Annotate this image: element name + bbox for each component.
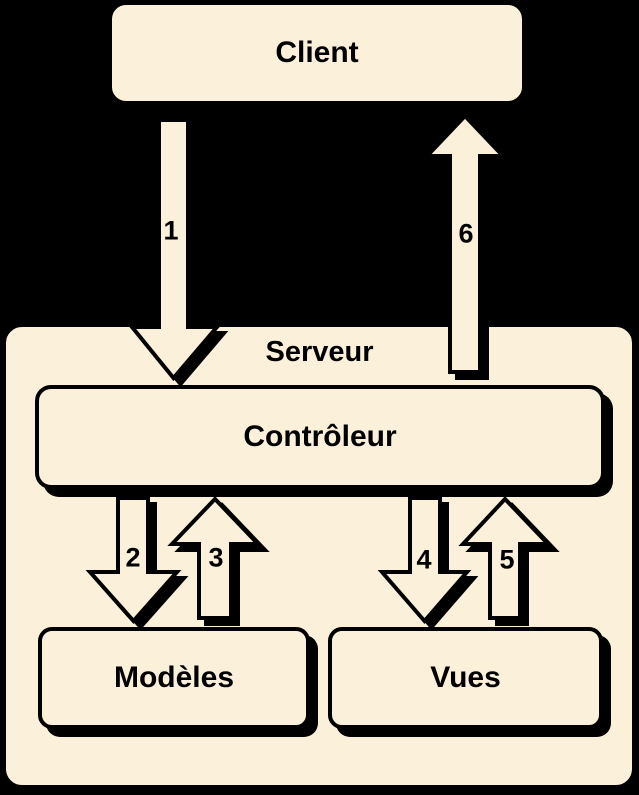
modeles-node: Modèles [38, 627, 310, 729]
controleur-label: Contrôleur [243, 420, 397, 453]
controleur-node: Contrôleur [35, 385, 605, 489]
arrow-4-number: 4 [416, 544, 432, 575]
arrow-6-number: 6 [458, 218, 474, 249]
arrow-5-number: 5 [499, 544, 515, 575]
arrow-2-number: 2 [125, 542, 141, 573]
vues-node: Vues [328, 627, 603, 729]
vues-label: Vues [430, 661, 501, 694]
arrow-3-number: 3 [208, 542, 224, 573]
arrow-1-number: 1 [163, 215, 179, 246]
client-label: Client [275, 36, 359, 69]
serveur-label: Serveur [265, 336, 374, 368]
modeles-label: Modèles [113, 661, 235, 694]
client-node: Client [112, 5, 522, 101]
